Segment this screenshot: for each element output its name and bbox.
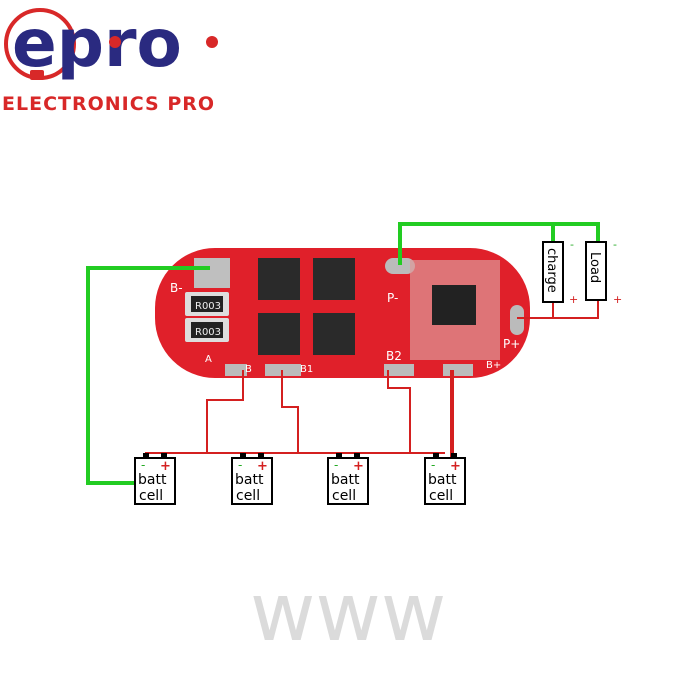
- cell-label-line2: cell: [429, 488, 453, 504]
- label-b2: B2: [386, 349, 402, 363]
- mosfet: [313, 313, 355, 355]
- cell-minus: -: [141, 458, 145, 472]
- pad-b-minus: [194, 258, 230, 288]
- cell-minus: -: [431, 458, 435, 472]
- cell-label-line1: batt: [235, 472, 264, 488]
- charge-minus: -: [570, 238, 574, 251]
- pad-b: [225, 364, 247, 376]
- cell-minus: -: [334, 458, 338, 472]
- pad-p-plus: [510, 305, 524, 335]
- charge-plus: +: [569, 293, 578, 306]
- logo-tagline: ELECTRONICS PRO: [2, 93, 215, 115]
- logo: epro ELECTRONICS PRO: [2, 5, 218, 115]
- mosfet: [258, 258, 300, 300]
- protection-ic: [432, 285, 476, 325]
- resistor-label: R003: [195, 301, 221, 312]
- battery-cell: - + batt cell: [231, 453, 273, 505]
- pad-b-plus: [443, 364, 473, 376]
- label-p-minus: P-: [387, 291, 398, 305]
- pcb-board: R003 R003 B- A B B1 B2 B+ P- P+: [155, 248, 530, 378]
- cell-label-line2: cell: [236, 488, 260, 504]
- pad-p-minus: [385, 258, 415, 274]
- mosfet: [258, 313, 300, 355]
- load-minus: -: [613, 238, 617, 251]
- logo-dot: [206, 36, 218, 48]
- plug-icon: [30, 70, 44, 80]
- resistor-label: R003: [195, 327, 221, 338]
- cell-minus: -: [238, 458, 242, 472]
- cell-label-line1: batt: [138, 472, 167, 488]
- mosfet: [313, 258, 355, 300]
- cell-plus: +: [257, 459, 268, 474]
- negative-wires: [86, 222, 600, 485]
- logo-mark: epro: [12, 5, 182, 82]
- load-plus: +: [613, 293, 622, 306]
- load-terminal: Load - +: [585, 238, 622, 306]
- cell-label-line1: batt: [428, 472, 457, 488]
- cell-plus: +: [160, 459, 171, 474]
- battery-cell: - + batt cell: [134, 453, 176, 505]
- cell-plus: +: [450, 459, 461, 474]
- label-p-plus: P+: [503, 337, 520, 351]
- watermark: www: [250, 566, 446, 659]
- label-b1: B1: [300, 364, 313, 375]
- cell-label-line1: batt: [331, 472, 360, 488]
- pad-b2: [384, 364, 414, 376]
- label-b-minus: B-: [170, 281, 183, 295]
- load-label: Load: [587, 252, 602, 283]
- balance-wires: [145, 300, 599, 460]
- battery-cell: - + batt cell: [327, 453, 369, 505]
- label-b: B: [245, 364, 252, 375]
- charge-terminal: charge - +: [542, 238, 578, 306]
- cell-label-line2: cell: [139, 488, 163, 504]
- label-b-plus: B+: [486, 360, 501, 371]
- logo-dot: [109, 36, 121, 48]
- cell-label-line2: cell: [332, 488, 356, 504]
- battery-cell: - + batt cell: [424, 453, 466, 505]
- label-a: A: [205, 354, 212, 365]
- cell-plus: +: [353, 459, 364, 474]
- charge-label: charge: [544, 248, 559, 293]
